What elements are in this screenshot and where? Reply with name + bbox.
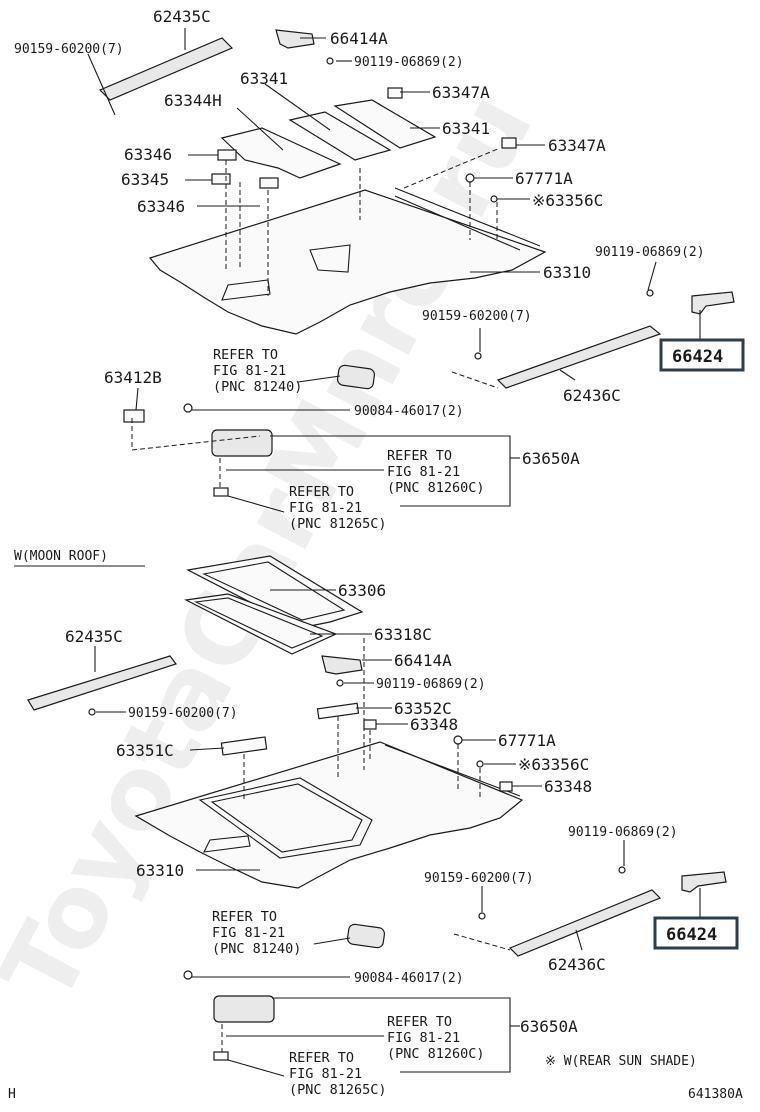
label-90119-bottom-a: 90119-06869(2) — [376, 677, 486, 692]
ref-81240-bottom-line2: FIG 81-21 — [212, 925, 285, 941]
corner-mark: H — [8, 1087, 16, 1102]
ref-81260c-bottom-line3: (PNC 81260C) — [387, 1046, 485, 1062]
rail-62436c-shape — [496, 325, 662, 389]
label-90119-bottom-b: 90119-06869(2) — [568, 825, 678, 840]
label-63412b-top: 63412B — [104, 368, 162, 387]
label-63345-top: 63345 — [121, 170, 169, 189]
ref-81260c-top-line1: REFER TO — [387, 448, 452, 464]
box-66424-top — [659, 338, 745, 372]
spacer-63347a-a-shape — [387, 87, 403, 99]
label-67771a-top: 67771A — [515, 169, 573, 188]
bottom-section: 63306 62435C 63318C 66414A 90119-06869(2… — [27, 555, 739, 1098]
label-90159-top-right: 90159-60200(7) — [422, 309, 532, 324]
label-66414a-top: 66414A — [330, 29, 388, 48]
label-90159-bottom-left: 90159-60200(7) — [128, 706, 238, 721]
label-63341-top-a: 63341 — [240, 69, 288, 88]
label-90119-top-a: 90119-06869(2) — [354, 55, 464, 70]
spacer-63346a-shape — [217, 149, 237, 161]
label-63352c: 63352C — [394, 699, 452, 718]
ref-81260c-bottom-line1: REFER TO — [387, 1014, 452, 1030]
label-62436c-top: 62436C — [563, 386, 621, 405]
section-label-moon-roof: W(MOON ROOF) — [14, 549, 108, 564]
label-63306: 63306 — [338, 581, 386, 600]
box-66424-bottom — [653, 916, 739, 950]
label-63310-top: 63310 — [543, 263, 591, 282]
ref-81265c-top-line2: FIG 81-21 — [289, 500, 362, 516]
bracket-66414a-b-shape — [321, 655, 363, 675]
label-63348-bottom-a: 63348 — [410, 715, 458, 734]
pad-63341a-shape — [288, 111, 392, 161]
label-66424-bottom: 66424 — [666, 925, 717, 945]
label-63351c: 63351C — [116, 741, 174, 760]
headliner-63310-shape — [148, 189, 547, 335]
label-90159-top-left: 90159-60200(7) — [14, 42, 124, 57]
bracket-66414a-shape — [275, 29, 315, 49]
ref-81265c-top-line3: (PNC 81265C) — [289, 516, 387, 532]
spacer-63347a-b-shape — [501, 137, 517, 149]
pad-63351c-shape — [220, 736, 268, 756]
label-63346-top-b: 63346 — [137, 197, 185, 216]
label-63650a-bottom: 63650A — [520, 1017, 578, 1036]
label-63356c-bottom: ※63356C — [518, 755, 589, 774]
label-66424-top: 66424 — [672, 347, 723, 367]
label-63356c-top: ※63356C — [532, 191, 603, 210]
rail-62436c-b-shape — [508, 889, 662, 957]
lamp-63650a-shape — [211, 429, 273, 457]
spacer-63346b-shape — [259, 177, 279, 189]
label-66414a-bottom: 66414A — [394, 651, 452, 670]
footnote-rear-sun-shade: ※ W(REAR SUN SHADE) — [545, 1054, 697, 1069]
lamp-81240-b-shape — [346, 923, 386, 949]
lamp-63650a-b-shape — [213, 995, 275, 1023]
ref-81265c-bottom-line1: REFER TO — [289, 1050, 354, 1066]
label-63344h-top: 63344H — [164, 91, 222, 110]
label-62436c-bottom: 62436C — [548, 955, 606, 974]
bracket-66424-shape — [691, 291, 735, 315]
label-63318c: 63318C — [374, 625, 432, 644]
ref-81265c-top-line1: REFER TO — [289, 484, 354, 500]
ref-81260c-top-line3: (PNC 81260C) — [387, 480, 485, 496]
label-67771a-bottom: 67771A — [498, 731, 556, 750]
ref-81265c-bottom-line2: FIG 81-21 — [289, 1066, 362, 1082]
ref-81240-top-line3: (PNC 81240) — [213, 379, 302, 395]
label-63347a-top-a: 63347A — [432, 83, 490, 102]
ref-81265c-bottom-line3: (PNC 81265C) — [289, 1082, 387, 1098]
ref-81240-bottom-line1: REFER TO — [212, 909, 277, 925]
label-90084-bottom: 90084-46017(2) — [354, 971, 464, 986]
label-63347a-top-b: 63347A — [548, 136, 606, 155]
label-62435c-top: 62435C — [153, 7, 211, 26]
label-90119-top-b: 90119-06869(2) — [595, 245, 705, 260]
label-63346-top-a: 63346 — [124, 145, 172, 164]
pad-63341b-shape — [333, 99, 437, 149]
label-63348-bottom-b: 63348 — [544, 777, 592, 796]
spacer-63348b-shape — [499, 781, 513, 792]
ref-81240-bottom-line3: (PNC 81240) — [212, 941, 301, 957]
label-63341-top-b: 63341 — [442, 119, 490, 138]
top-section: 62435C 90159-60200(7) 66414A 90119-06869… — [14, 7, 745, 532]
label-63650a-top: 63650A — [522, 449, 580, 468]
ref-81240-top-line2: FIG 81-21 — [213, 363, 286, 379]
label-62435c-bottom: 62435C — [65, 627, 123, 646]
spacer-63348a-shape — [363, 719, 377, 730]
rail-62435c-b-shape — [27, 655, 177, 711]
pad-63344h-shape — [220, 127, 342, 179]
spacer-63345-shape — [211, 173, 231, 185]
ref-81260c-bottom-line2: FIG 81-21 — [387, 1030, 460, 1046]
bracket-66424-b-shape — [681, 871, 727, 893]
ref-81260c-top-line2: FIG 81-21 — [387, 464, 460, 480]
label-90159-bottom-right: 90159-60200(7) — [424, 871, 534, 886]
diagram-id: 641380A — [688, 1087, 743, 1102]
lamp-81240-shape — [336, 364, 376, 390]
label-63310-bottom: 63310 — [136, 861, 184, 880]
headliner-63310b-shape — [134, 741, 524, 889]
ref-81240-top-line1: REFER TO — [213, 347, 278, 363]
label-90084-top: 90084-46017(2) — [354, 404, 464, 419]
